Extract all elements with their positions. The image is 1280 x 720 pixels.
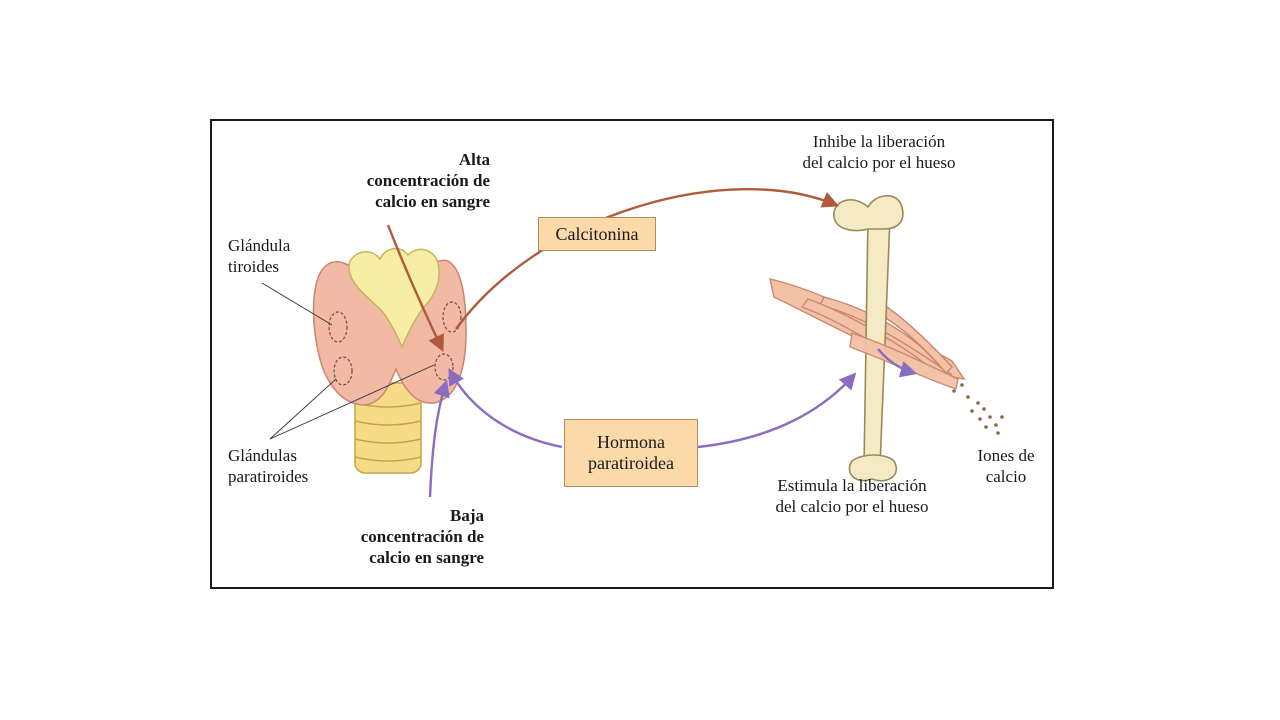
inhibit-release-label: Inhibe la liberación del calcio por el h… — [774, 131, 984, 173]
parathyroid-glands-label-line-1: Glándulas — [228, 446, 297, 465]
parathyroid-hormone-arrow-to-thyroid — [448, 368, 563, 449]
parathyroid-gland-lower-left — [333, 356, 353, 386]
parathyroid-gland-upper-right — [442, 301, 462, 333]
parathyroid-hormone-box-line-2: paratiroidea — [588, 453, 674, 473]
parathyroid-hormone-box: Hormona paratiroidea — [564, 419, 698, 487]
trachea — [354, 382, 422, 474]
calcium-ions-label-line-2: calcio — [985, 467, 1027, 486]
low-calcium-label-line-2: concentración de — [360, 527, 484, 546]
parathyroid-gland-upper-left — [328, 311, 348, 343]
parathyroid-glands-label: Glándulas paratiroides — [228, 445, 308, 487]
calcitonin-box-line-1: Calcitonina — [555, 223, 639, 244]
low-calcium-arrow — [428, 379, 450, 498]
high-calcium-label-line-2: concentración de — [366, 171, 490, 190]
high-calcium-arrow — [386, 224, 444, 353]
muscle-fibers-front — [849, 332, 959, 390]
parathyroid-glands-label-line-2: paratiroides — [228, 467, 309, 486]
low-calcium-label-line-1: Baja — [450, 506, 484, 525]
leader-lines — [261, 282, 435, 440]
calcitonin-arrow — [455, 188, 840, 330]
parathyroid-hormone-box-line-1: Hormona — [597, 432, 665, 452]
stimulate-release-label: Estimula la liberación del calcio por el… — [740, 475, 964, 517]
inhibit-release-label-line-1: Inhibe la liberación — [812, 132, 946, 151]
high-calcium-label-line-3: calcio en sangre — [375, 192, 490, 211]
stimulate-release-label-line-1: Estimula la liberación — [777, 476, 927, 495]
low-calcium-label: Baja concentración de calcio en sangre — [312, 505, 484, 568]
calcium-ions-label-line-1: Iones de — [977, 446, 1035, 465]
thyroid-gland — [312, 247, 467, 406]
stimulate-release-label-line-2: del calcio por el hueso — [775, 497, 929, 516]
diagram-frame: Calcitonina Hormona paratiroidea Alta co… — [210, 119, 1054, 589]
calcium-ions-label: Iones de calcio — [964, 445, 1048, 487]
calcium-release-arrow — [877, 348, 918, 378]
parathyroid-hormone-arrow-to-bone — [697, 372, 857, 449]
thyroid-gland-label-line-1: Glándula — [228, 236, 291, 255]
high-calcium-label: Alta concentración de calcio en sangre — [318, 149, 490, 212]
inhibit-release-label-line-2: del calcio por el hueso — [802, 153, 956, 172]
calcitonin-box: Calcitonina — [538, 217, 656, 251]
low-calcium-label-line-3: calcio en sangre — [369, 548, 484, 567]
high-calcium-label-line-1: Alta — [458, 150, 490, 169]
thyroid-gland-label-line-2: tiroides — [228, 257, 279, 276]
calcium-ions — [952, 383, 1004, 435]
thyroid-gland-label: Glándula tiroides — [228, 235, 290, 277]
diagram-artwork — [261, 188, 1004, 498]
